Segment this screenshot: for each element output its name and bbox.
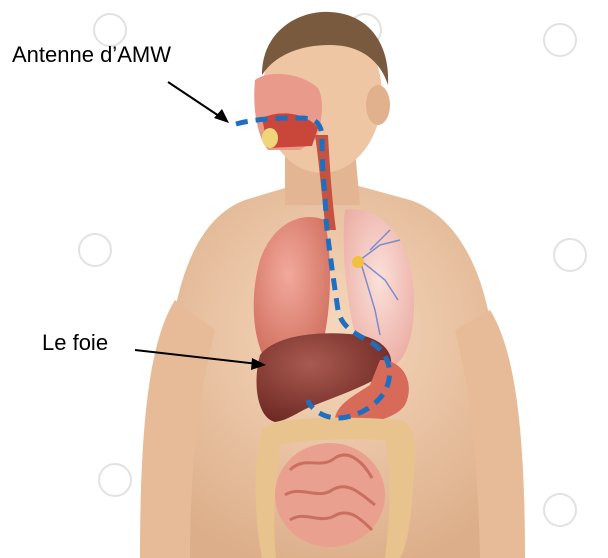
heart-vessels (352, 256, 364, 268)
liver-label: Le foie (42, 332, 108, 354)
arrow-to-mouth-icon (168, 82, 229, 123)
small-intestine (275, 443, 385, 547)
antenna-label: Antenne d’AMW (12, 44, 171, 66)
oral-cavity (254, 74, 322, 150)
